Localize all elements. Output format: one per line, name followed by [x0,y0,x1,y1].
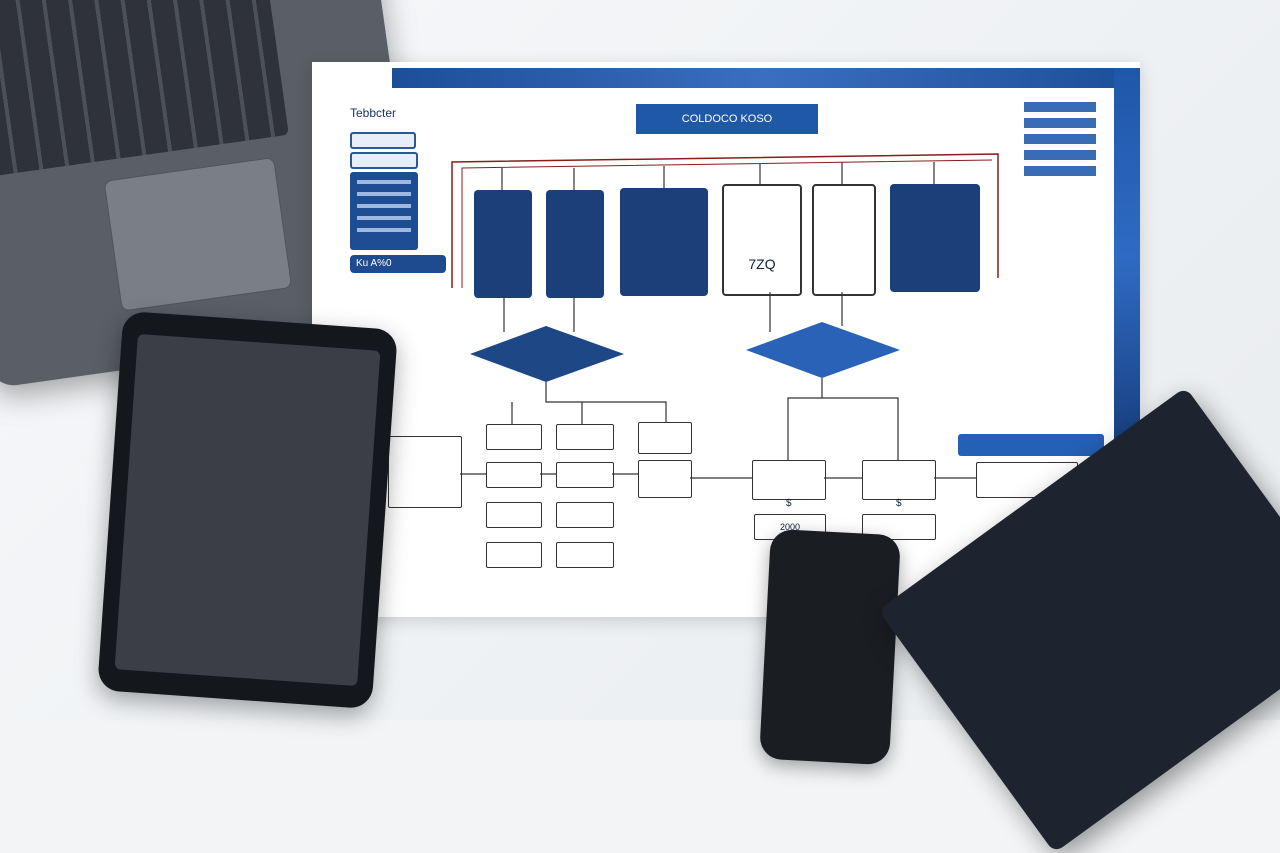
dollar-mark: $ [786,498,792,509]
step-box [556,502,614,528]
left-pill-2 [350,152,418,169]
process-card-4: 7ZQ [722,184,802,296]
step-box [556,542,614,568]
smartphone [759,528,901,766]
step-box [486,502,542,528]
connector-line [501,162,935,190]
step-box [556,424,614,450]
legend-panel [1024,102,1096,192]
process-card-6 [890,184,980,292]
paper-top-band [392,68,1140,88]
tablet-screen [114,333,381,687]
step-box [486,424,542,450]
connector-line [769,292,843,332]
dollar-mark: $ [896,498,902,509]
laptop-trackpad [103,157,293,312]
connector-line [460,473,976,479]
step-box [486,542,542,568]
legend-box [388,436,462,508]
step-box [486,462,542,488]
decision-diamond-1 [470,326,624,382]
connector-line [511,382,667,424]
document-title: Tebbcter [350,106,397,120]
step-box [752,460,826,500]
step-box [556,462,614,488]
process-card-1 [474,190,532,298]
connector-line [451,153,999,288]
step-box [862,460,936,500]
process-card-5 [812,184,876,296]
left-side-panel [350,172,418,250]
left-chip: Ku A%0 [350,255,446,273]
connector-line [503,298,575,332]
flowchart-header: COLDOCO KOSO [636,104,818,134]
flowchart-connectors [451,153,999,479]
paper-right-band [1114,68,1140,448]
connector-line [787,378,899,460]
process-card-3 [620,188,708,296]
left-pill-1 [350,132,416,149]
decision-diamond-2 [746,322,900,378]
laptop-keyboard [0,0,289,177]
step-box [638,422,692,454]
output-label-bar [958,434,1104,456]
tablet [97,310,398,710]
card-4-value: 7ZQ [748,256,776,272]
flowchart-paper: Tebbcter Ku A%0 COLDOCO KOSO 7ZQ 2000 $ … [312,62,1140,617]
process-card-2 [546,190,604,298]
step-box [638,460,692,498]
connector-line [461,159,993,288]
